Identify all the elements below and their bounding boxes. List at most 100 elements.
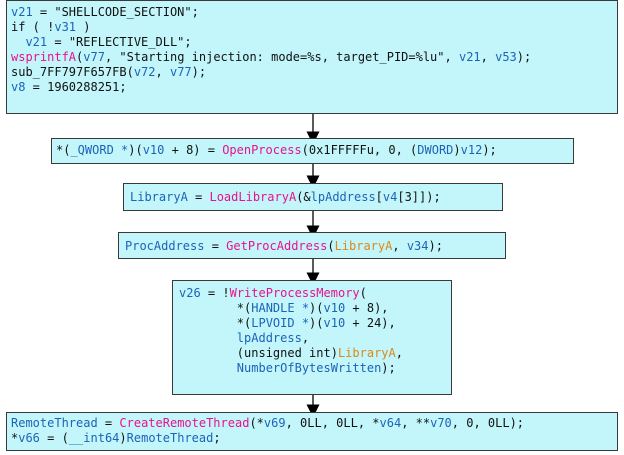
code-token-var: RemoteThread xyxy=(11,416,98,430)
code-block-load-library[interactable]: LibraryA = LoadLibraryA(&lpAddress[v4[3]… xyxy=(123,183,503,211)
code-token-fn: WriteProcessMemory xyxy=(229,286,360,300)
code-token-var: v8 xyxy=(11,80,26,94)
code-token-var: v10 xyxy=(323,316,346,330)
code-line: lpAddress, xyxy=(179,331,445,346)
code-token-var: DWORD xyxy=(417,143,454,157)
code-token-plain: , 0LL, 0LL, * xyxy=(285,416,380,430)
code-block-write-process-memory[interactable]: v26 = !WriteProcessMemory( *(HANDLE *)(v… xyxy=(172,280,452,395)
code-token-plain: + 24), xyxy=(345,316,396,330)
code-token-var: v66 xyxy=(18,431,40,445)
code-token-var: v21 xyxy=(11,5,33,19)
code-token-plain: ) xyxy=(119,431,127,445)
code-token-plain: ); xyxy=(381,361,396,375)
code-token-var: v10 xyxy=(142,143,165,157)
code-token-var: v53 xyxy=(495,50,517,64)
code-token-fn: OpenProcess xyxy=(222,143,302,157)
code-token-plain: = "REFLECTIVE_DLL"; xyxy=(47,35,192,49)
code-token-fn: GetProcAddress xyxy=(226,239,328,253)
code-token-plain: , xyxy=(392,239,407,253)
code-token-plain: , xyxy=(395,346,403,360)
code-token-plain: (0x1FFFFFu, 0, ( xyxy=(301,143,418,157)
code-line: wsprintfA(v77, "Starting injection: mode… xyxy=(11,50,613,65)
code-token-plain: ( xyxy=(359,286,367,300)
code-token-kw: if xyxy=(11,20,26,34)
code-token-plain: = ( xyxy=(39,431,69,445)
code-token-plain: = 1960288251; xyxy=(25,80,127,94)
code-line: sub_7FF797F657FB(v72, v77); xyxy=(11,65,613,80)
code-token-plain: , xyxy=(155,65,170,79)
code-line: NumberOfBytesWritten); xyxy=(179,361,445,376)
code-block-setup[interactable]: v21 = "SHELLCODE_SECTION";if ( !v31 ) v2… xyxy=(6,0,618,114)
code-token-plain: [3]]); xyxy=(397,190,441,204)
code-token-var: v4 xyxy=(382,190,398,204)
code-token-plain: *( xyxy=(179,301,252,315)
code-token-var: v21 xyxy=(458,50,481,64)
code-line: v21 = "SHELLCODE_SECTION"; xyxy=(11,5,613,20)
code-token-plain: = xyxy=(187,190,210,204)
code-token-var: lpAddress xyxy=(236,331,302,345)
code-token-var: v70 xyxy=(430,416,452,430)
code-token-plain: = xyxy=(97,416,120,430)
code-token-var: v69 xyxy=(263,416,286,430)
code-token-plain: ) xyxy=(453,143,461,157)
code-token-plain: ); xyxy=(191,65,207,79)
code-token-var: v64 xyxy=(379,416,402,430)
code-block-create-remote-thread[interactable]: RemoteThread = CreateRemoteThread(*v69, … xyxy=(6,412,618,451)
code-token-plain: ) xyxy=(76,20,91,34)
code-line: v21 = "REFLECTIVE_DLL"; xyxy=(11,35,613,50)
code-token-plain: sub_7FF797F657FB( xyxy=(11,65,134,79)
code-token-var: v21 xyxy=(25,35,48,49)
code-line: *(HANDLE *)(v10 + 8), xyxy=(179,301,445,316)
code-line: *v66 = (__int64)RemoteThread; xyxy=(11,431,613,446)
code-block-get-proc-address[interactable]: ProcAddress = GetProcAddress(LibraryA, v… xyxy=(118,232,506,259)
code-token-plain: = xyxy=(204,239,227,253)
code-token-var: v26 xyxy=(179,286,201,300)
code-token-var: LPVOID * xyxy=(251,316,310,330)
code-token-var: v72 xyxy=(133,65,156,79)
code-token-plain: (& xyxy=(296,190,311,204)
code-line: *(_QWORD *)(v10 + 8) = OpenProcess(0x1FF… xyxy=(56,143,569,158)
code-token-plain: )( xyxy=(309,301,324,315)
code-line: ProcAddress = GetProcAddress(LibraryA, v… xyxy=(125,239,499,254)
code-token-plain: , 0, 0LL); xyxy=(451,416,525,430)
code-token-plain xyxy=(179,361,237,375)
code-token-plain: (unsigned int) xyxy=(179,346,338,360)
code-token-var: _QWORD * xyxy=(70,143,129,157)
code-token-fn: wsprintfA xyxy=(11,50,77,64)
code-token-plain: , xyxy=(480,50,496,64)
code-token-plain: )( xyxy=(128,143,143,157)
code-token-plain: ); xyxy=(482,143,497,157)
code-line: if ( !v31 ) xyxy=(11,20,613,35)
code-token-plain: = ! xyxy=(200,286,230,300)
code-token-var: RemoteThread xyxy=(126,431,214,445)
code-line: v26 = !WriteProcessMemory( xyxy=(179,286,445,301)
code-token-plain xyxy=(179,331,237,345)
code-token-plain: ); xyxy=(516,50,532,64)
code-token-var: NumberOfBytesWritten xyxy=(236,361,382,375)
code-token-fn: LoadLibraryA xyxy=(209,190,297,204)
code-token-var: v34 xyxy=(406,239,429,253)
code-token-plain: * xyxy=(11,431,19,445)
code-token-plain xyxy=(11,35,25,49)
code-token-plain: *( xyxy=(179,316,252,330)
code-token-plain: ; xyxy=(213,431,221,445)
code-token-var: v77 xyxy=(169,65,192,79)
code-token-var: v31 xyxy=(54,20,77,34)
code-line: *(LPVOID *)(v10 + 24), xyxy=(179,316,445,331)
code-token-var: v12 xyxy=(460,143,483,157)
code-token-plain: = "SHELLCODE_SECTION"; xyxy=(32,5,199,19)
code-token-plain: ( ! xyxy=(25,20,55,34)
code-token-plain: ); xyxy=(428,239,443,253)
code-token-plain: + 8) = xyxy=(164,143,223,157)
code-token-plain: [ xyxy=(375,190,383,204)
code-block-open-process[interactable]: *(_QWORD *)(v10 + 8) = OpenProcess(0x1FF… xyxy=(51,138,574,164)
code-token-fn: CreateRemoteThread xyxy=(119,416,250,430)
code-line: RemoteThread = CreateRemoteThread(*v69, … xyxy=(11,416,613,431)
code-token-plain: (* xyxy=(249,416,264,430)
code-token-plain: )( xyxy=(309,316,324,330)
code-token-plain: , "Starting injection: mode=%s, target_P… xyxy=(104,50,459,64)
code-line: v8 = 1960288251; xyxy=(11,80,613,95)
code-token-plain: ( xyxy=(76,50,84,64)
code-token-var: v10 xyxy=(323,301,346,315)
code-token-var: v77 xyxy=(83,50,105,64)
